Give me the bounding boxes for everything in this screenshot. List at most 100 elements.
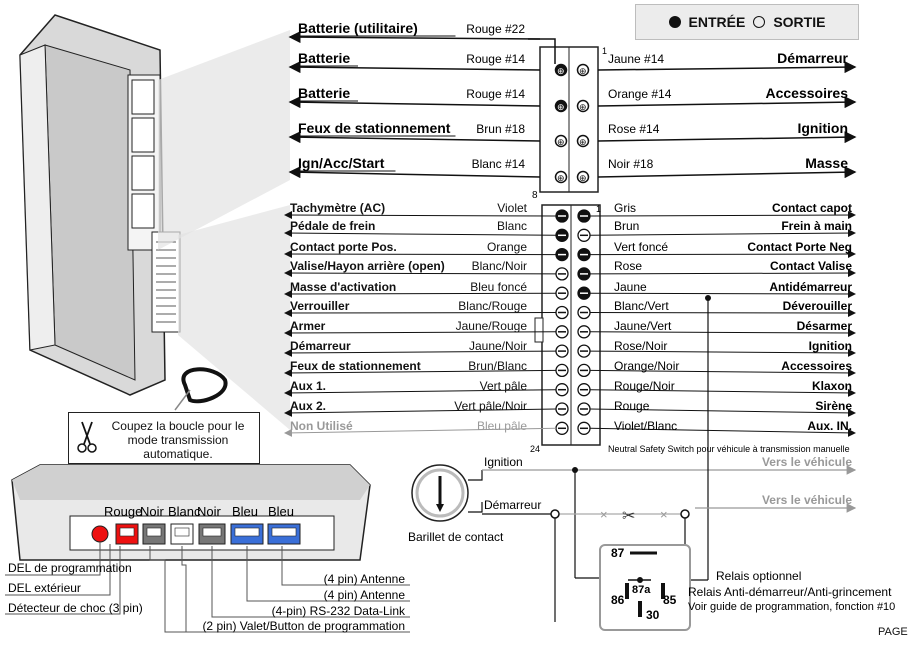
svg-text:×: × <box>600 507 608 522</box>
main-right-wire-color: Rouge/Noir <box>614 379 675 393</box>
module-unit-illustration <box>19 14 228 411</box>
main-pin-one-label: 1 <box>596 204 601 214</box>
main-right-wire <box>589 368 856 377</box>
heavy-pin-left <box>554 99 568 113</box>
pin-glyph: ⊕ <box>557 173 565 183</box>
heavy-left-label: Feux de stationnement <box>298 120 451 136</box>
relay-name-label: Relais Anti-démarreur/Anti-grincement <box>688 585 892 599</box>
relay-pin-30: 30 <box>646 608 660 622</box>
relay-pin-87: 87 <box>611 546 625 560</box>
heavy-left-wire-color: Rouge #14 <box>466 87 525 101</box>
relay-pin-85: 85 <box>663 593 677 607</box>
main-left-wire <box>284 269 557 278</box>
main-right-wire-color: Gris <box>614 201 636 215</box>
callout-label-right: (4 pin) Antenne <box>324 572 406 586</box>
main-right-wire <box>589 229 856 238</box>
main-right-wire-color: Rose <box>614 259 642 273</box>
pin-glyph: ⊕ <box>579 66 587 76</box>
heavy-left-label: Batterie <box>298 85 350 101</box>
heavy-right-wire <box>597 96 857 109</box>
main-right-label: Klaxon <box>812 379 852 393</box>
main-right-wire-color: Violet/Blanc <box>614 419 677 433</box>
main-left-label: Pédale de frein <box>290 219 375 233</box>
main-right-wire-color: Vert foncé <box>614 240 668 254</box>
relay <box>599 544 691 631</box>
barrel-label: Barillet de contact <box>408 530 504 544</box>
cut-loop-note: Coupez la boucle pour le mode transmissi… <box>68 412 260 464</box>
pin-glyph: ⊕ <box>579 173 587 183</box>
heavy-pin-right <box>576 170 590 184</box>
page-label: PAGE <box>878 626 908 638</box>
callout-leaders <box>5 542 410 633</box>
heavy-pin-left <box>554 170 568 184</box>
callout-label-left: Détecteur de choc (3 pin) <box>8 601 143 615</box>
pin-glyph: ⊕ <box>579 102 587 112</box>
main-left-wire-color: Violet <box>497 201 527 215</box>
port-color-label: Blanc <box>168 504 201 519</box>
main-right-wire <box>589 348 856 357</box>
main-left-wire-color: Orange <box>487 240 527 254</box>
main-right-wire <box>589 328 856 337</box>
pin-glyph: ⊕ <box>579 137 587 147</box>
main-right-wire <box>589 427 856 437</box>
main-right-wire-color: Brun <box>614 219 639 233</box>
main-right-wire <box>589 289 856 298</box>
callout-label-right: (4-pin) RS-232 Data-Link <box>272 604 406 618</box>
heavy-right-wire-color: Rose #14 <box>608 122 660 136</box>
port-color-label: Rouge <box>104 504 142 519</box>
scissors-icon <box>77 421 97 453</box>
heavy-left-label: Batterie (utilitaire) <box>298 20 418 36</box>
heavy-pin-one-label: 1 <box>602 46 607 56</box>
main-right-label: Frein à main <box>781 219 852 233</box>
legend-input-label: ENTRÉE <box>688 14 746 30</box>
main-right-wire-color: Rouge <box>614 399 650 413</box>
cut-wire: × × ✂ <box>550 507 690 525</box>
heavy-right-label: Ignition <box>797 120 848 136</box>
main-left-label: Tachymètre (AC) <box>290 201 385 215</box>
main-left-wire <box>284 250 557 259</box>
main-left-wire-color: Vert pâle <box>480 379 528 393</box>
heavy-right-wire-color: Noir #18 <box>608 157 654 171</box>
heavy-left-wire <box>288 61 541 74</box>
main-left-wire-color: Blanc <box>497 219 527 233</box>
relay-optional-label: Relais optionnel <box>716 569 801 583</box>
heavy-left-label: Batterie <box>298 50 350 66</box>
heavy-left-wire-color: Brun #18 <box>476 122 525 136</box>
main-right-wire <box>589 408 856 417</box>
main-left-wire-color: Jaune/Noir <box>469 339 527 353</box>
main-right-label: Ignition <box>809 339 852 353</box>
main-left-wire <box>284 368 557 377</box>
heavy-left-wire <box>288 31 541 44</box>
heavy-right-wire-color: Jaune #14 <box>608 52 664 66</box>
heavy-pin-right <box>576 63 590 77</box>
ignition-junction <box>572 467 578 473</box>
antistart-junction <box>705 295 711 301</box>
main-left-wire <box>284 229 557 238</box>
heavy-left-wire-color: Rouge #14 <box>466 52 525 66</box>
main-right-wire-color: Blanc/Vert <box>614 299 669 313</box>
main-right-label: Contact Porte Neg <box>747 240 852 254</box>
heavy-left-label: Ign/Acc/Start <box>298 155 385 171</box>
main-left-label: Aux 1. <box>290 379 326 393</box>
neutral-safety-note: Neutral Safety Switch pour véhicule à tr… <box>608 444 850 454</box>
main-left-wire-color: Bleu foncé <box>470 280 527 294</box>
module-bottom-view <box>11 464 371 561</box>
main-right-label: Aux. IN. <box>807 419 852 433</box>
main-right-label: Déverouiller <box>783 299 853 313</box>
main-left-wire-color: Brun/Blanc <box>468 359 527 373</box>
main-right-wire <box>589 388 856 397</box>
main-right-wire <box>589 250 856 259</box>
port-color-label: Noir <box>197 504 222 519</box>
main-connector <box>534 204 601 446</box>
heavy-right-wire <box>597 166 857 179</box>
main-left-wire-color: Vert pâle/Noir <box>454 399 527 413</box>
callout-label-right: (2 pin) Valet/Button de programmation <box>202 619 405 633</box>
main-right-label: Contact Valise <box>770 259 852 273</box>
main-left-wire-color: Bleu pâle <box>477 419 527 433</box>
relay-pin-86: 86 <box>611 593 625 607</box>
main-left-label: Valise/Hayon arrière (open) <box>290 259 445 273</box>
main-left-label: Feux de stationnement <box>290 359 421 373</box>
heavy-right-wire <box>597 61 857 74</box>
heavy-right-label: Accessoires <box>765 85 848 101</box>
starter-wire-label: Démarreur <box>484 498 541 512</box>
